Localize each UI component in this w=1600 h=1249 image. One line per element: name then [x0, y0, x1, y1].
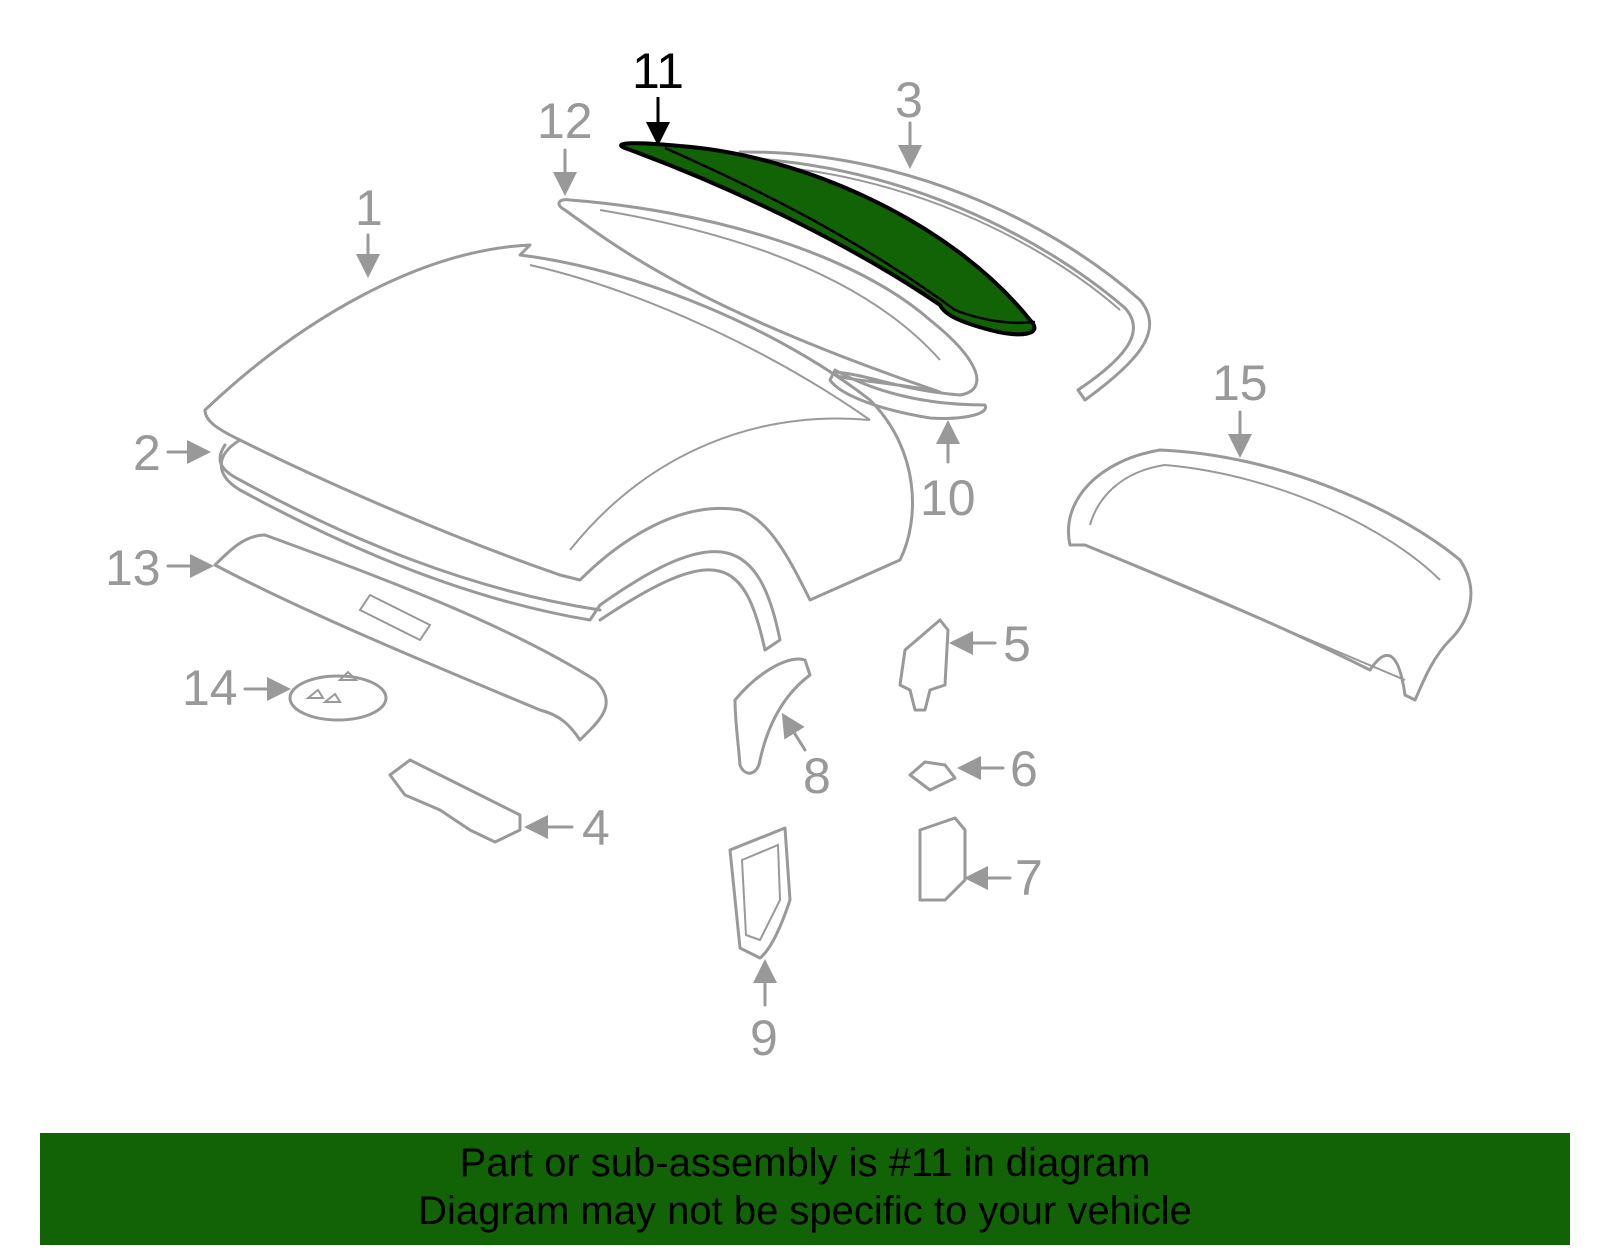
part-9-cover[interactable]: [728, 826, 792, 960]
part-14-cap[interactable]: [288, 670, 388, 722]
part-3-frame-seal[interactable]: [738, 150, 1152, 402]
parts-diagram: 1 2 3 4 5 6 7 8 9 10 11 12 13 14 15: [105, 43, 1473, 1066]
callout-3[interactable]: 3: [895, 72, 923, 128]
part-4-bracket[interactable]: [388, 758, 522, 844]
callout-10[interactable]: 10: [920, 470, 976, 526]
callout-5[interactable]: 5: [1003, 616, 1031, 672]
callout-11[interactable]: 11: [632, 43, 684, 99]
banner-line-2: Diagram may not be specific to your vehi…: [418, 1189, 1192, 1233]
part-11-highlighted[interactable]: [619, 141, 1037, 337]
part-15-cover[interactable]: [1067, 448, 1473, 702]
leader-arrows: [166, 97, 1252, 1007]
callout-9[interactable]: 9: [750, 1010, 778, 1066]
callout-14[interactable]: 14: [182, 660, 238, 716]
callout-6[interactable]: 6: [1010, 741, 1038, 797]
callout-8[interactable]: 8: [803, 748, 831, 804]
callout-13[interactable]: 13: [105, 540, 161, 596]
callout-12[interactable]: 12: [537, 93, 593, 149]
part-10-weatherstrip[interactable]: [828, 368, 987, 420]
part-7-bracket[interactable]: [918, 816, 967, 902]
part-5-hinge[interactable]: [898, 618, 950, 712]
part-6-nut[interactable]: [908, 760, 957, 792]
callout-2[interactable]: 2: [133, 425, 161, 481]
callout-15[interactable]: 15: [1212, 355, 1268, 411]
part-2-seal[interactable]: [219, 438, 782, 652]
callout-4[interactable]: 4: [582, 800, 610, 856]
callout-1[interactable]: 1: [355, 180, 383, 236]
part-8-trim[interactable]: [733, 657, 812, 775]
banner-line-1: Part or sub-assembly is #11 in diagram: [459, 1141, 1151, 1185]
part-1-soft-top[interactable]: [203, 243, 914, 612]
callout-7[interactable]: 7: [1015, 850, 1043, 906]
part-13-panel[interactable]: [213, 533, 608, 742]
info-banner: Part or sub-assembly is #11 in diagram D…: [40, 1133, 1570, 1245]
